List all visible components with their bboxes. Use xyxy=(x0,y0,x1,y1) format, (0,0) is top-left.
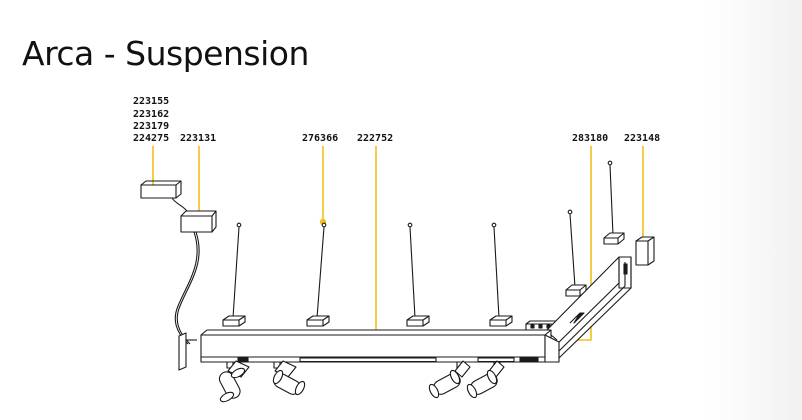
ceiling-entry xyxy=(178,332,187,371)
power-box-code: 223131 xyxy=(180,133,216,144)
driver-code-4: 224275 xyxy=(133,133,169,144)
suspension-wire xyxy=(222,222,246,327)
spotlight xyxy=(218,360,250,403)
feed-cable xyxy=(174,231,198,345)
spotlight xyxy=(428,360,471,399)
corner-connector-code: 283180 xyxy=(572,133,608,144)
driver-cable xyxy=(171,197,188,212)
suspension-kit-code: 276366 xyxy=(302,133,338,144)
suspension-wire xyxy=(306,222,330,327)
connector-plate xyxy=(525,320,559,331)
track-code: 222752 xyxy=(357,133,393,144)
part-labels: 223155 223162 223179 224275 223131 27636… xyxy=(133,96,660,144)
driver-unit xyxy=(140,180,182,199)
spotlight xyxy=(272,360,306,396)
suspension-wire xyxy=(406,222,430,327)
suspension-wire xyxy=(603,160,625,245)
corner-joint xyxy=(544,334,560,363)
power-box-unit xyxy=(180,210,217,233)
end-cap-code: 223148 xyxy=(624,133,660,144)
suspension-wire xyxy=(489,222,513,327)
spotlight xyxy=(466,360,505,399)
driver-code-1: 223155 xyxy=(133,96,169,107)
driver-code-3: 223179 xyxy=(133,121,169,132)
suspension-wire xyxy=(565,209,587,297)
page-title: Arca - Suspension xyxy=(22,34,309,73)
fixture-drawing xyxy=(140,160,655,403)
driver-code-2: 223162 xyxy=(133,109,169,120)
main-track xyxy=(200,329,552,363)
end-cap-unit xyxy=(635,236,655,266)
angled-track xyxy=(542,256,632,359)
